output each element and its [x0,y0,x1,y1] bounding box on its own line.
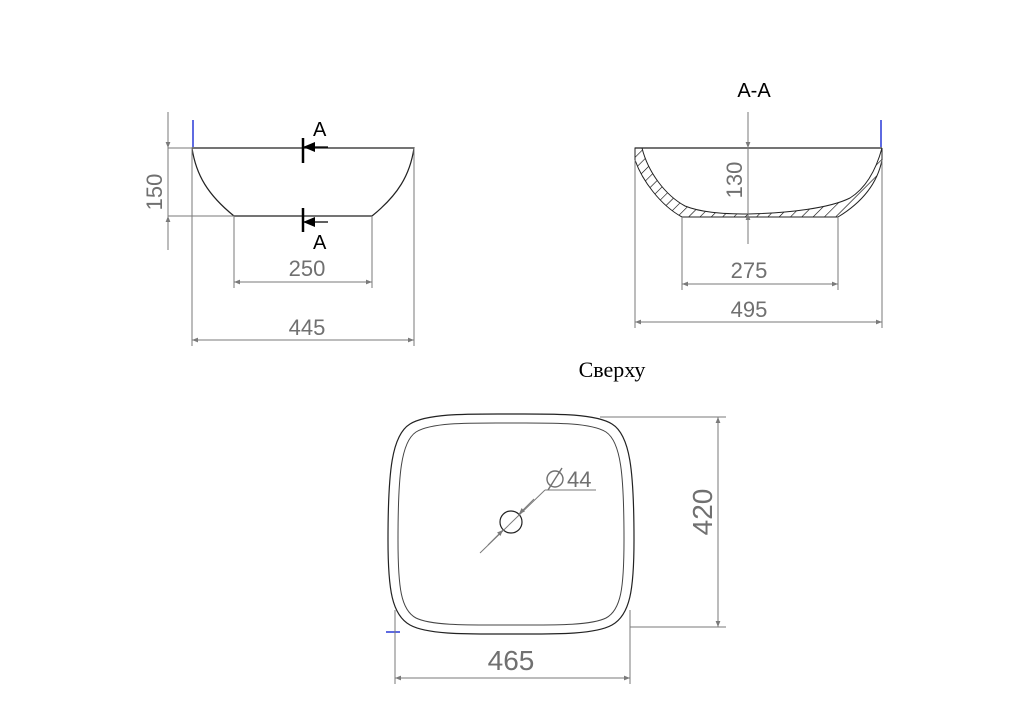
top-view: Сверху 44 420 465 [386,357,726,684]
section-cut-label-bottom: A [313,232,327,254]
section-depth-label: 130 [722,162,747,199]
top-view-title: Сверху [579,357,646,382]
front-base-width-label: 250 [289,256,326,281]
diameter-symbol [546,467,564,491]
front-overall-width-label: 445 [289,315,326,340]
section-base-width-label: 275 [731,258,768,283]
top-depth-label: 420 [687,489,718,536]
drain-hole [499,510,523,534]
front-height-label: 150 [142,174,167,211]
section-cut-label-top: A [313,119,327,141]
front-view: 150 250 445 A A [142,112,415,346]
section-cut-mark-bottom: A [301,208,328,254]
top-outer-outline [387,413,635,635]
top-width-label: 465 [488,645,535,676]
section-overall-width-label: 495 [731,297,768,322]
section-wall-hatch [634,147,883,218]
section-cut-mark-top: A [301,119,328,163]
section-title: A-A [737,80,771,102]
drain-diameter-label: 44 [567,467,591,492]
section-view: A-A 130 275 495 [634,80,883,328]
top-inner-outline [397,422,625,626]
